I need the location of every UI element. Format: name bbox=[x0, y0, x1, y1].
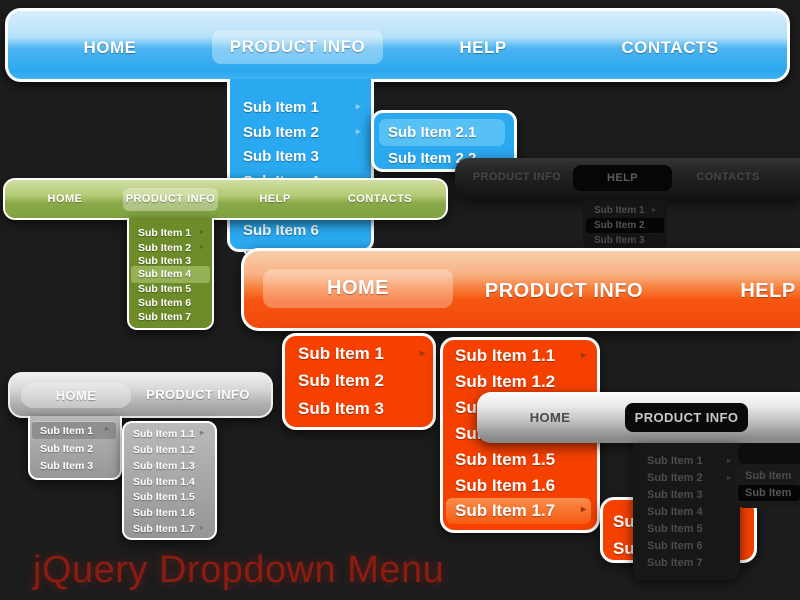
blue-dropdown-item[interactable]: Sub Item 2 bbox=[243, 124, 319, 141]
orange-nav-product-info[interactable]: PRODUCT INFO bbox=[484, 280, 644, 302]
green-dropdown-item[interactable]: Sub Item 7 bbox=[138, 311, 192, 323]
green-dropdown-item[interactable]: Sub Item 2 bbox=[138, 242, 192, 254]
blue-dropdown-item[interactable]: Sub Item 6 bbox=[243, 222, 319, 239]
silver-flyout: Sub Item Sub Item bbox=[735, 464, 800, 508]
gray-flyout-item[interactable]: Sub Item 1.4 bbox=[133, 476, 195, 488]
silver-nav-product-info[interactable]: PRODUCT INFO bbox=[625, 403, 748, 432]
blue-flyout-item[interactable]: Sub Item 2.2 bbox=[388, 150, 477, 167]
submenu-arrow-icon: ▸ bbox=[727, 473, 732, 482]
blue-dropdown-item[interactable]: Sub Item 1 bbox=[243, 99, 319, 116]
orange-flyout-item[interactable]: Sub Item 1.2 bbox=[455, 372, 556, 391]
orange-flyout-item[interactable]: Sub Item 1.1 bbox=[455, 346, 556, 365]
blue-dropdown-item[interactable]: Sub Item 3 bbox=[243, 148, 319, 165]
green-nav-help[interactable]: HELP bbox=[259, 193, 291, 205]
page-title: jQuery Dropdown Menu bbox=[33, 549, 445, 591]
gray-dropdown-item[interactable]: Sub Item 3 bbox=[40, 460, 94, 472]
gray-flyout-item[interactable]: Sub Item 1.2 bbox=[133, 444, 195, 456]
submenu-arrow-icon: ▸ bbox=[727, 456, 732, 465]
green-dropdown-item[interactable]: Sub Item 3 bbox=[138, 255, 192, 267]
submenu-arrow-icon: ▸ bbox=[356, 126, 361, 136]
gray-dropdown-item-active[interactable]: Sub Item 1 bbox=[32, 421, 116, 439]
green-nav-home[interactable]: HOME bbox=[47, 193, 83, 205]
silver-dropdown-item[interactable]: Sub Item 1 bbox=[647, 455, 703, 467]
gray-flyout: Sub Item 1.1 Sub Item 1.2 Sub Item 1.3 S… bbox=[122, 421, 217, 540]
gray-flyout-item[interactable]: Sub Item 1.5 bbox=[133, 491, 195, 503]
silver-dropdown: Sub Item 1 Sub Item 2 Sub Item 3 Sub Ite… bbox=[633, 443, 740, 580]
green-dropdown-item[interactable]: Sub Item 1 bbox=[138, 227, 192, 239]
silver-dropdown-item[interactable]: Sub Item 3 bbox=[647, 489, 703, 501]
submenu-arrow-icon: ▸ bbox=[200, 428, 205, 437]
silver-dropdown-item[interactable]: Sub Item 4 bbox=[647, 506, 703, 518]
blue-nav-product-info[interactable]: PRODUCT INFO bbox=[212, 30, 383, 64]
dark-top-nav-product-info[interactable]: PRODUCT INFO bbox=[472, 171, 562, 183]
submenu-arrow-icon: ▸ bbox=[200, 242, 205, 251]
dark-top-nav-help[interactable]: HELP bbox=[573, 165, 672, 191]
orange-dropdown-item[interactable]: Sub Item 1 bbox=[298, 344, 384, 363]
green-dropdown-item-active[interactable]: Sub Item 4 bbox=[131, 266, 210, 283]
submenu-arrow-icon: ▸ bbox=[356, 101, 361, 111]
gray-dropdown: Sub Item 1 Sub Item 2 Sub Item 3 ▸ bbox=[28, 416, 122, 480]
gray-flyout-item[interactable]: Sub Item 1.1 bbox=[133, 428, 195, 440]
dark-top-dropdown-item[interactable]: Sub Item 1 bbox=[594, 205, 645, 216]
submenu-arrow-icon: ▸ bbox=[652, 205, 657, 214]
silver-dropdown-item[interactable]: Sub Item 6 bbox=[647, 540, 703, 552]
orange-dropdown-item[interactable]: Sub Item 3 bbox=[298, 399, 384, 418]
submenu-arrow-icon: ▸ bbox=[105, 424, 110, 433]
green-nav-contacts[interactable]: CONTACTS bbox=[347, 193, 413, 205]
orange-nav-home[interactable]: HOME bbox=[263, 269, 453, 308]
gray-flyout-item[interactable]: Sub Item 1.3 bbox=[133, 460, 195, 472]
gray-nav-home[interactable]: HOME bbox=[21, 383, 131, 408]
silver-flyout-item[interactable]: Sub Item bbox=[745, 470, 792, 482]
silver-flyout-item-active[interactable]: Sub Item bbox=[738, 485, 800, 501]
blue-dropdown: Sub Item 1 Sub Item 2 Sub Item 3 Sub Ite… bbox=[227, 79, 374, 263]
blue-nav-home[interactable]: HOME bbox=[83, 38, 137, 57]
blue-nav-help[interactable]: HELP bbox=[459, 38, 507, 57]
submenu-arrow-icon: ▸ bbox=[581, 504, 587, 515]
orange-menu-bar bbox=[241, 248, 800, 331]
orange-dropdown-item[interactable]: Sub Item 2 bbox=[298, 371, 384, 390]
green-nav-product-info[interactable]: PRODUCT INFO bbox=[123, 188, 218, 211]
orange-nav-help[interactable]: HELP bbox=[740, 280, 796, 302]
green-dropdown-item[interactable]: Sub Item 6 bbox=[138, 297, 192, 309]
silver-dropdown-item[interactable]: Sub Item 2 bbox=[647, 472, 703, 484]
gray-nav-product-info[interactable]: PRODUCT INFO bbox=[146, 387, 250, 402]
blue-flyout-item-active[interactable]: Sub Item 2.1 bbox=[379, 119, 505, 146]
orange-flyout-item[interactable]: Sub Item 1.6 bbox=[455, 476, 556, 495]
gray-dropdown-item[interactable]: Sub Item 2 bbox=[40, 443, 94, 455]
dark-top-nav-contacts[interactable]: CONTACTS bbox=[696, 171, 760, 183]
orange-flyout2-item[interactable]: Su bbox=[613, 539, 635, 558]
orange-dropdown: Sub Item 1 Sub Item 2 Sub Item 3 ▸ bbox=[282, 333, 436, 430]
orange-flyout2-item[interactable]: Su bbox=[613, 512, 635, 531]
silver-dropdown-item[interactable]: Sub Item 5 bbox=[647, 523, 703, 535]
silver-nav-home[interactable]: HOME bbox=[529, 410, 571, 425]
submenu-arrow-icon: ▸ bbox=[420, 348, 426, 359]
gray-menu-bar bbox=[8, 372, 273, 418]
orange-flyout-item-active[interactable]: Sub Item 1.7 bbox=[446, 498, 591, 524]
green-menu-bar bbox=[3, 178, 448, 220]
submenu-arrow-icon: ▸ bbox=[200, 227, 205, 236]
dark-top-dropdown-item[interactable]: Sub Item 3 bbox=[594, 235, 645, 246]
gray-flyout-item[interactable]: Sub Item 1.7 bbox=[133, 523, 195, 535]
dark-top-dropdown: Sub Item 1 Sub Item 2 Sub Item 3 ▸ bbox=[583, 200, 667, 250]
submenu-arrow-icon: ▸ bbox=[200, 523, 205, 532]
green-dropdown: Sub Item 1 Sub Item 2 Sub Item 3 Sub Ite… bbox=[127, 218, 214, 330]
blue-nav-contacts[interactable]: CONTACTS bbox=[621, 38, 719, 57]
green-dropdown-item[interactable]: Sub Item 5 bbox=[138, 283, 192, 295]
silver-flyout-back bbox=[738, 443, 800, 465]
submenu-arrow-icon: ▸ bbox=[581, 350, 587, 361]
gray-flyout-item[interactable]: Sub Item 1.6 bbox=[133, 507, 195, 519]
orange-flyout-item[interactable]: Sub Item 1.5 bbox=[455, 450, 556, 469]
silver-dropdown-item[interactable]: Sub Item 7 bbox=[647, 557, 703, 569]
blue-menu-bar bbox=[5, 8, 790, 82]
dark-top-dropdown-item-active[interactable]: Sub Item 2 bbox=[586, 218, 664, 233]
